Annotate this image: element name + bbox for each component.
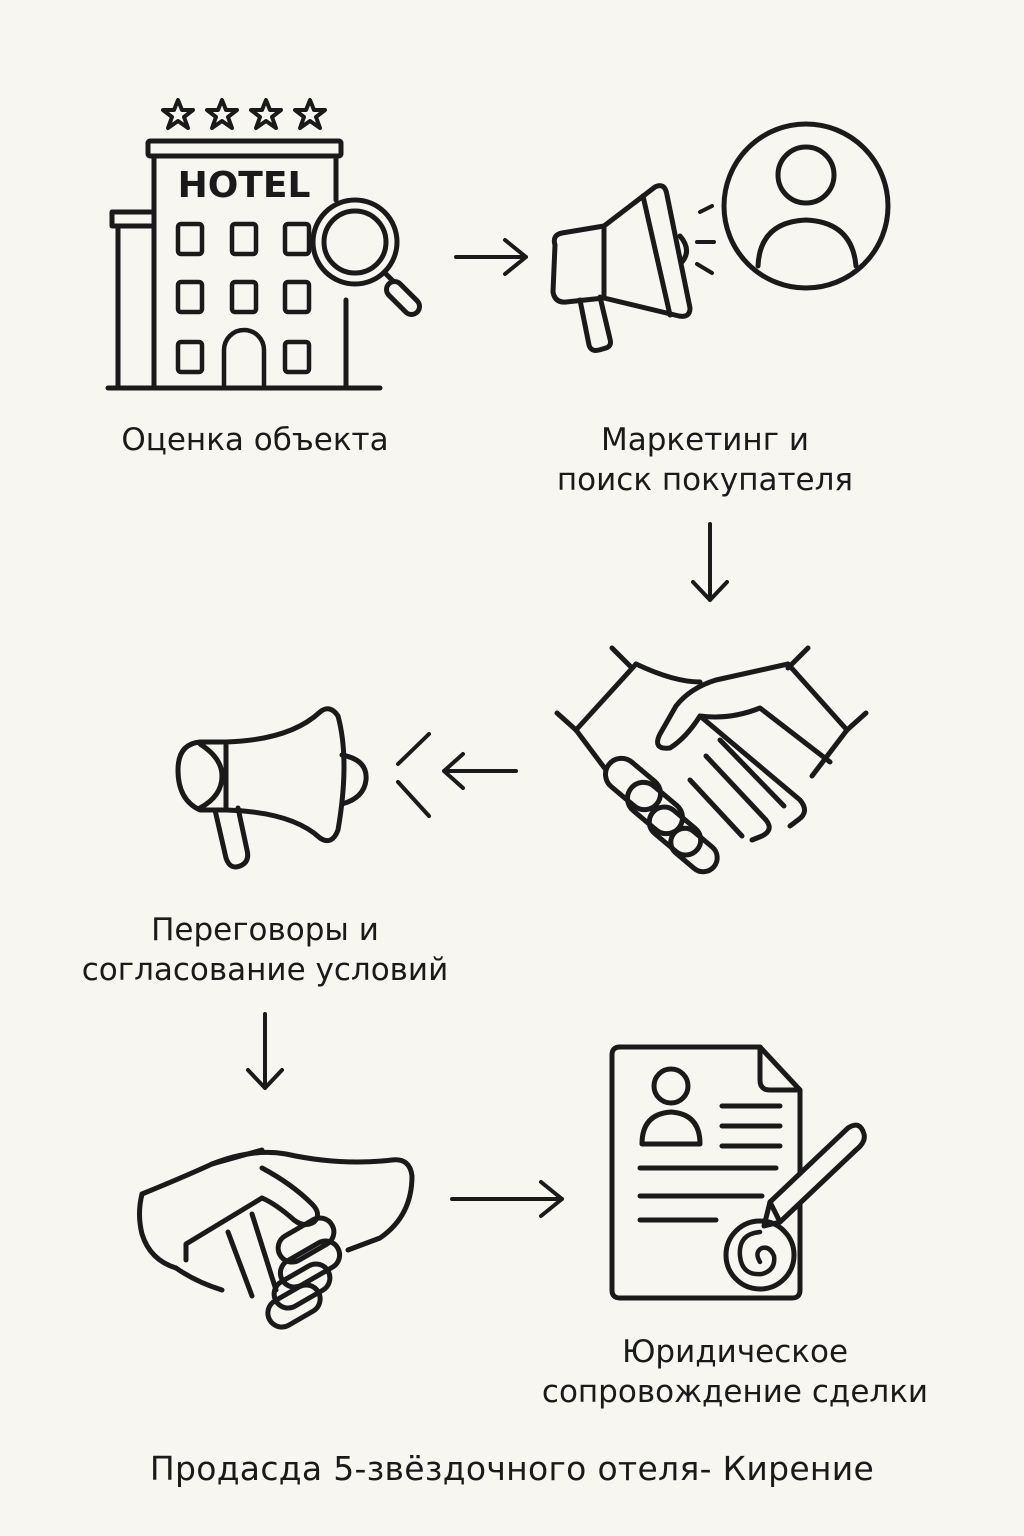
step-label-line: Юридическое [621,1334,849,1370]
step-label-line: Переговоры и [151,912,379,948]
step-label-line: поиск покупателя [556,462,854,498]
step-label-line: сопровождение сделки [541,1374,929,1410]
step-label-negotiation: Переговоры и согласование условий [40,910,490,990]
signed-document-icon [609,1044,803,1301]
megaphone-icon [550,183,716,353]
pen-icon [761,1122,867,1229]
arrow-icon [691,522,729,602]
step-label-marketing: Маркетинг и поиск покупателя [500,420,910,500]
magnifier-icon [310,197,422,317]
step-label-line: Оценка объекта [121,422,389,458]
arrow-icon [454,238,528,276]
step-label-line: Маркетинг и [601,422,809,458]
handshake-icon [137,1147,415,1330]
person-avatar-icon [721,121,891,291]
hotel-icon: HOTEL [105,98,383,391]
step-label-legal: Юридическое сопровождение сделки [500,1332,970,1412]
arrow-icon [396,732,518,818]
step-label-assessment: Оценка объекта [60,420,450,460]
star-icon [161,98,327,130]
diagram-caption: Продасда 5-звёздочного отеля- Кирение [149,1449,875,1488]
megaphone-icon [175,706,369,870]
hotel-sign-text: HOTEL [178,165,311,206]
handshake-icon [554,645,869,875]
arrow-icon [450,1180,564,1218]
arrow-icon [246,1012,284,1090]
step-label-line: согласование условий [81,952,449,988]
